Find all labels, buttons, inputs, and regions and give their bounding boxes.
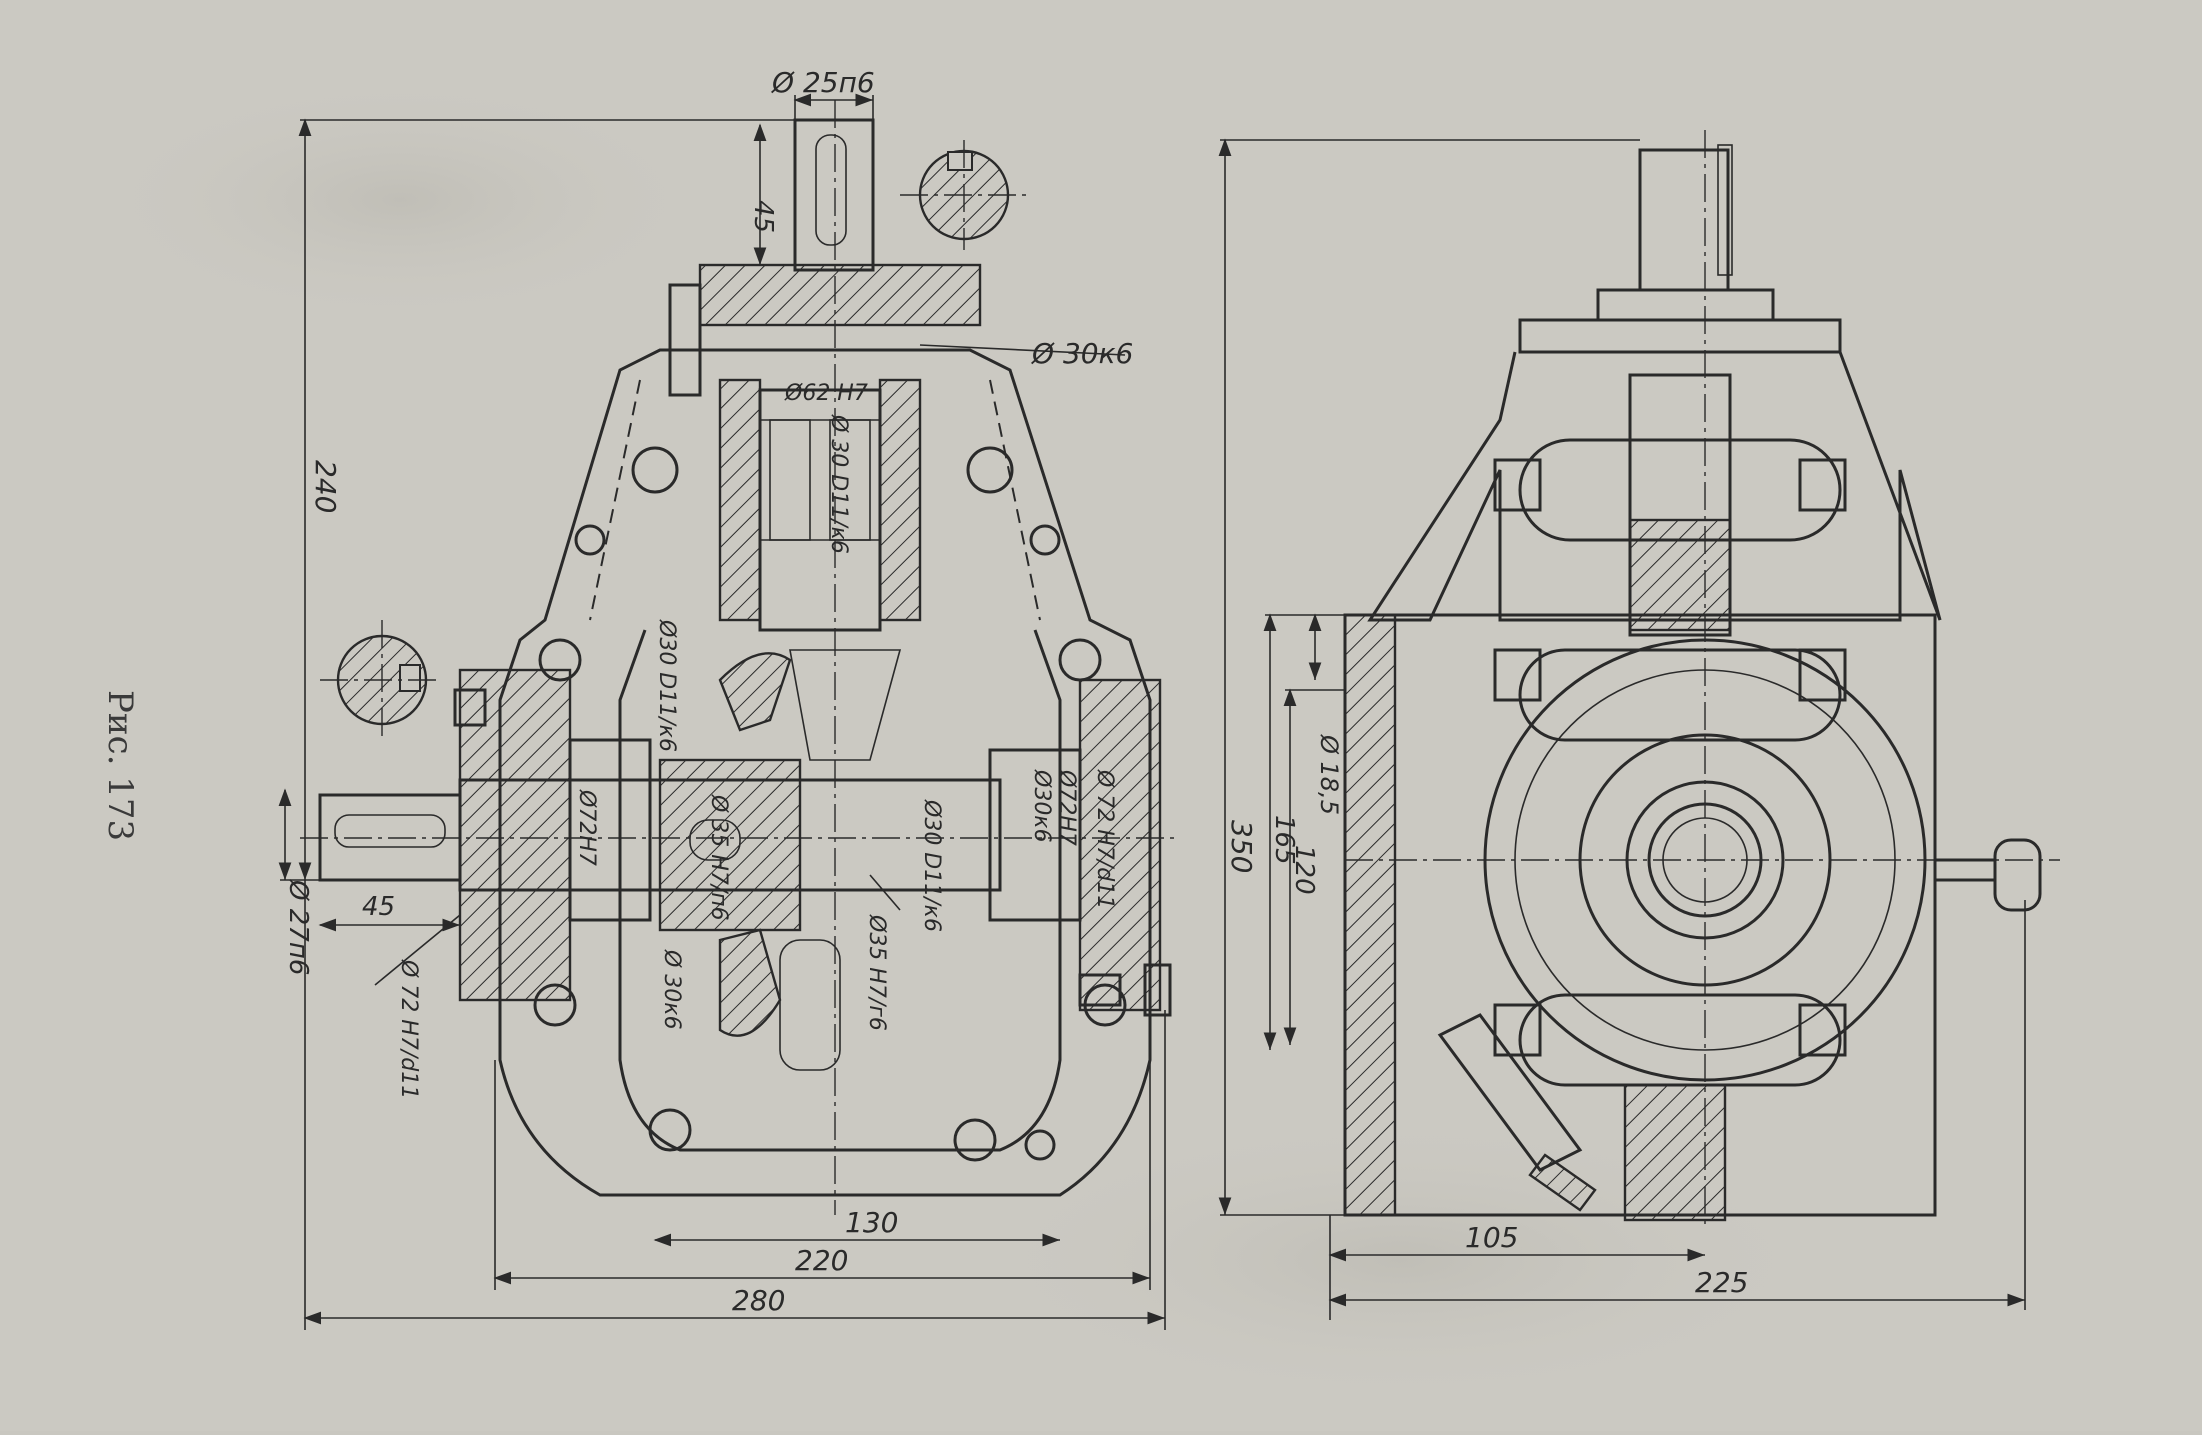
dim-top-shaft-diameter: Ø 25п6: [771, 66, 875, 99]
front-view: [300, 100, 1180, 1215]
dim-side-hole: Ø 18,5: [1315, 734, 1343, 815]
side-boss-section: [1628, 518, 1732, 632]
dim-side-height: 350: [1225, 820, 1258, 873]
dim-left-mid: Ø30 D11/к6: [654, 619, 679, 752]
dim-bottom-shaft: Ø 30к6: [659, 949, 684, 1030]
side-view: [1343, 130, 2060, 1230]
dim-side-105: 105: [1465, 1221, 1518, 1254]
side-upper-rib: [1518, 438, 1842, 542]
left-bearing: [568, 738, 652, 922]
dim-output-shaft-diameter: Ø 27п6: [283, 879, 313, 975]
side-vertical-boss: [1628, 373, 1732, 637]
dim-width-130: 130: [845, 1206, 898, 1239]
dim-top-shaft-length: 45: [748, 200, 778, 233]
output-shaft-keyway: [334, 814, 446, 848]
oil-level-knob: [1993, 838, 2042, 912]
flange-hole: [574, 524, 606, 556]
flange-hole: [631, 446, 679, 494]
top-bearing-cap: [698, 263, 982, 327]
top-shaft-keyway: [815, 134, 847, 246]
side-top-plate: [1518, 318, 1842, 354]
bolt-head: [1078, 973, 1122, 1007]
sleeve-left-wall: [718, 378, 762, 622]
bolt-head: [1143, 963, 1172, 1017]
front-housing-inner: [618, 629, 1062, 1152]
dim-gear-fit: Ø 35 H7/п6: [706, 794, 731, 921]
sleeve-right-wall: [878, 378, 922, 622]
side-left-flange: [1343, 613, 1397, 1217]
right-bearing-cap: [1078, 678, 1162, 1012]
front-housing-outline: [498, 348, 1152, 1197]
flange-hole: [648, 1108, 692, 1152]
dim-front-height: 240: [309, 460, 342, 513]
dimension-lines: [278, 93, 2026, 1330]
dim-side-165: 165: [1269, 815, 1299, 865]
dim-left-cap: Ø 72 Н7/d11: [396, 959, 421, 1099]
side-housing-upper: [1367, 351, 1942, 622]
bottom-keyway: [779, 939, 841, 1071]
flange-hole: [953, 1118, 997, 1162]
dim-width-220: 220: [795, 1244, 848, 1277]
flange-hole: [966, 446, 1014, 494]
bevel-gear-hub: [658, 758, 802, 932]
dim-side-120: 120: [1289, 845, 1319, 895]
dim-output-shaft-length: 45: [362, 892, 395, 922]
bolt-head: [1493, 648, 1542, 702]
top-cap-bolt: [668, 283, 702, 397]
side-bottom-boss: [1623, 1083, 1727, 1222]
drain-plug: [1437, 1013, 1583, 1172]
bolt-head: [1798, 1003, 1847, 1057]
figure-caption: Рис. 173: [100, 690, 140, 842]
flange-hole: [1024, 1129, 1056, 1161]
dim-gear-fit-2: Ø35 Н7/г6: [864, 914, 889, 1031]
bevel-gear-tooth: [718, 652, 792, 732]
dim-top-bearing-shaft: Ø 30к6: [1031, 337, 1133, 370]
side-mid-rib: [1518, 648, 1842, 742]
dim-sleeve: Ø 30 D11/к6: [826, 414, 851, 554]
vertical-shaft: [758, 388, 882, 632]
dimension-labels: Ø 25п6 45 240 Ø 30к6 Ø62 Н7 Ø 30 D11/к6 …: [283, 66, 1748, 1317]
bolt-head: [1798, 458, 1847, 512]
bolt-head: [1493, 458, 1542, 512]
bolt-head: [1798, 648, 1847, 702]
dim-side-225: 225: [1695, 1266, 1748, 1299]
dim-right-bore1: Ø72Н7: [1054, 769, 1079, 846]
dim-width-280: 280: [732, 1284, 785, 1317]
dim-right-mid: Ø30 D11/к6: [919, 799, 944, 932]
left-bearing-cap: [458, 668, 572, 1002]
bolt-head: [1493, 1003, 1542, 1057]
flange-hole: [1029, 524, 1061, 556]
dim-right-shaft: Ø30к6: [1029, 769, 1054, 843]
dim-top-bore: Ø62 Н7: [784, 381, 868, 406]
dim-right-bore2: Ø 72 Н7/d11: [1092, 769, 1117, 909]
bolt-head: [453, 688, 487, 727]
dim-left-bore: Ø72Н7: [574, 789, 599, 866]
